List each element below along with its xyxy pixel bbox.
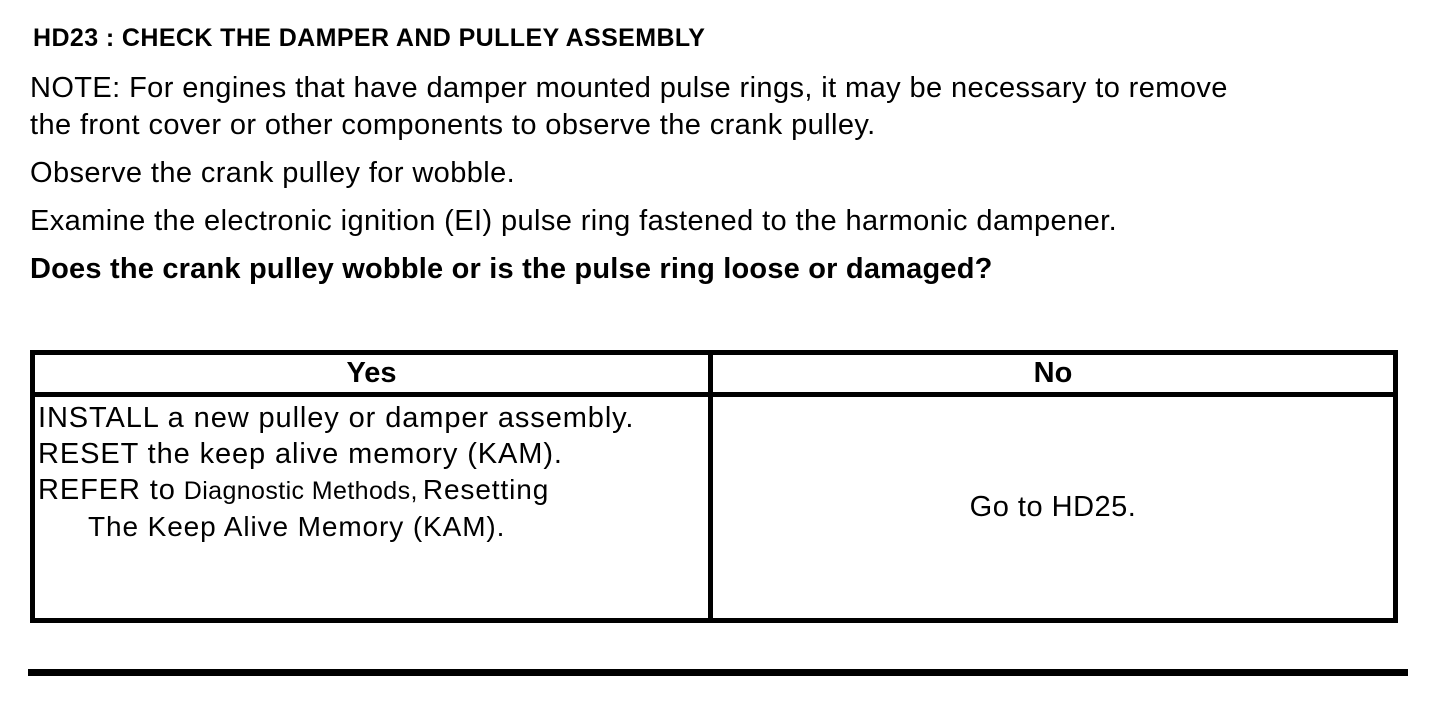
page-bottom-divider (28, 669, 1408, 676)
yes-action-install: INSTALL a new pulley or damper assembly. (38, 402, 635, 434)
no-action-text: Go to HD25. (969, 491, 1137, 523)
refer-reference-section: Resetting (422, 474, 550, 505)
refer-prefix-text: REFER to (38, 474, 176, 506)
decision-question: Does the crank pulley wobble or is the p… (30, 253, 993, 285)
yes-actions-text: INSTALL a new pulley or damper assembly.… (35, 397, 708, 545)
instruction-examine-pulse-ring: Examine the electronic ignition (EI) pul… (30, 205, 1118, 237)
instruction-observe-pulley: Observe the crank pulley for wobble. (30, 157, 516, 189)
refer-reference-title: Diagnostic Methods, (183, 477, 418, 505)
no-column-header: No (1033, 357, 1073, 389)
decision-table-header-row: Yes No (35, 355, 1393, 397)
yes-no-decision-table: Yes No INSTALL a new pulley or damper as… (30, 350, 1398, 623)
page-title: HD23 : CHECK THE DAMPER AND PULLEY ASSEM… (33, 24, 706, 52)
no-action-cell: Go to HD25. (713, 397, 1393, 618)
refer-reference-continuation: The Keep Alive Memory (KAM). (88, 511, 506, 542)
yes-action-reset-kam: RESET the keep alive memory (KAM). (38, 438, 563, 470)
yes-actions-cell: INSTALL a new pulley or damper assembly.… (35, 397, 713, 618)
yes-column-header: Yes (35, 355, 713, 392)
decision-table-body-row: INSTALL a new pulley or damper assembly.… (35, 397, 1393, 618)
note-paragraph-line-1: NOTE: For engines that have damper mount… (30, 72, 1228, 104)
note-paragraph-line-2: the front cover or other components to o… (30, 109, 876, 141)
